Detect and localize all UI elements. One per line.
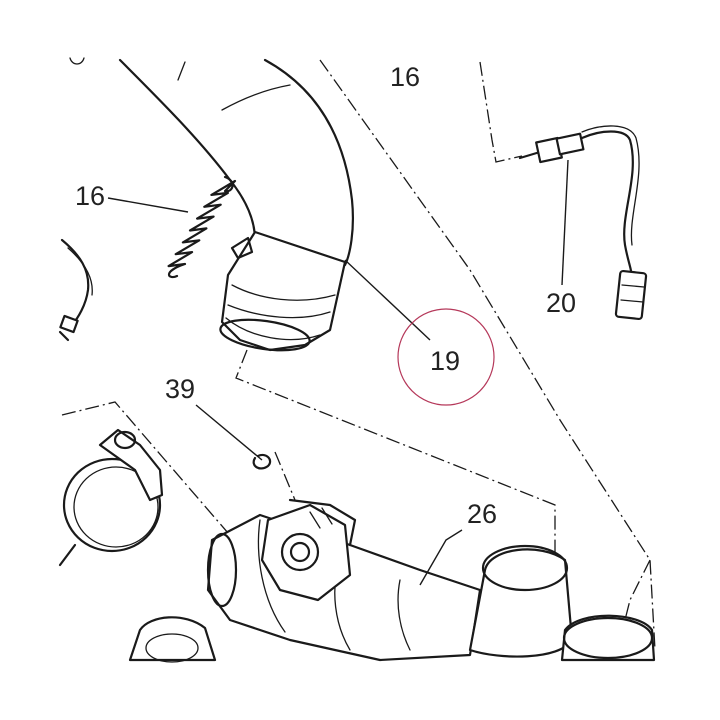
exhaust-pipe-lower-26	[128, 498, 656, 663]
clamp-band	[58, 428, 164, 567]
callout-39: 39	[165, 374, 195, 404]
callout-19: 19	[430, 346, 460, 376]
partial-label-fragment	[69, 57, 85, 65]
left-sensor-fragment	[58, 238, 93, 342]
leader-lines	[107, 159, 569, 586]
exhaust-pipe-upper	[118, 58, 355, 352]
callout-26: 26	[467, 499, 497, 529]
oxygen-sensor-20	[518, 125, 648, 321]
callout-16-spring: 16	[75, 181, 105, 211]
highlight-circle	[397, 308, 495, 406]
callout-20: 20	[546, 288, 576, 318]
callout-16-top: 16	[390, 62, 420, 92]
clip-39	[252, 453, 272, 470]
spring-coil	[167, 175, 237, 279]
spring-16	[167, 175, 237, 279]
